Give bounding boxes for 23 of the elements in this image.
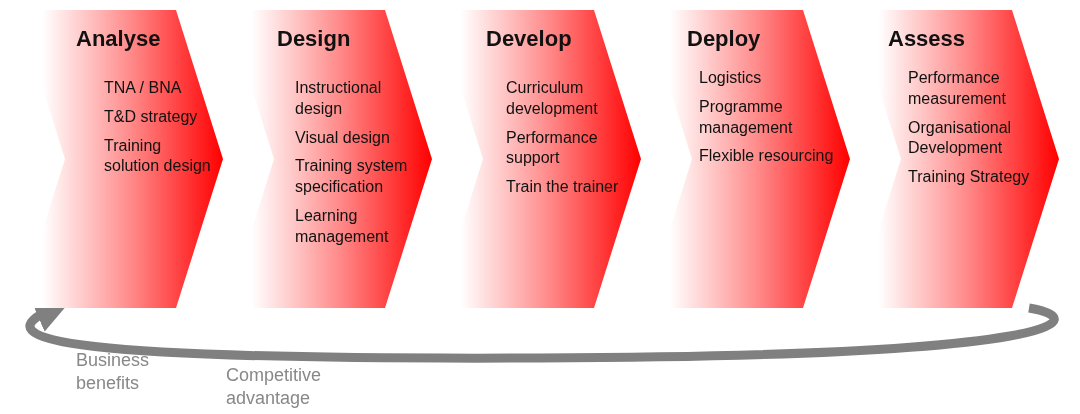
stage-activity: Flexible resourcing bbox=[699, 146, 835, 167]
stage-activity: Training Strategy bbox=[908, 167, 1031, 188]
stage-activity: Learning management bbox=[295, 206, 390, 247]
stage-activity: Programme management bbox=[699, 96, 794, 138]
stage-activity: Performance measurement bbox=[908, 68, 1007, 109]
stage-activity: Organisational Development bbox=[908, 117, 1013, 159]
stage-heading: Analyse bbox=[76, 26, 161, 52]
stage-heading: Deploy bbox=[687, 26, 761, 52]
stage-activity: Logistics bbox=[699, 68, 763, 88]
stage-activity: T&D strategy bbox=[104, 106, 199, 127]
stage-heading: Assess bbox=[888, 26, 966, 52]
stage-heading: Design bbox=[277, 26, 351, 52]
stage-activity: Curriculum development bbox=[506, 78, 599, 119]
stage-heading: Develop bbox=[486, 26, 572, 52]
stage-activity: Visual design bbox=[295, 127, 391, 148]
stage-activity: Train the trainer bbox=[506, 177, 620, 198]
stage-activity: TNA / BNA bbox=[104, 78, 183, 98]
stage-activity: Performance support bbox=[506, 127, 599, 169]
stage-activity: Training solution design bbox=[104, 135, 212, 177]
stage-activity: Training system specification bbox=[295, 156, 409, 198]
stage-activity: Instructional design bbox=[295, 78, 383, 119]
benefit-label: Competitive advantage bbox=[226, 364, 323, 411]
benefit-label: Business benefits bbox=[76, 349, 151, 396]
